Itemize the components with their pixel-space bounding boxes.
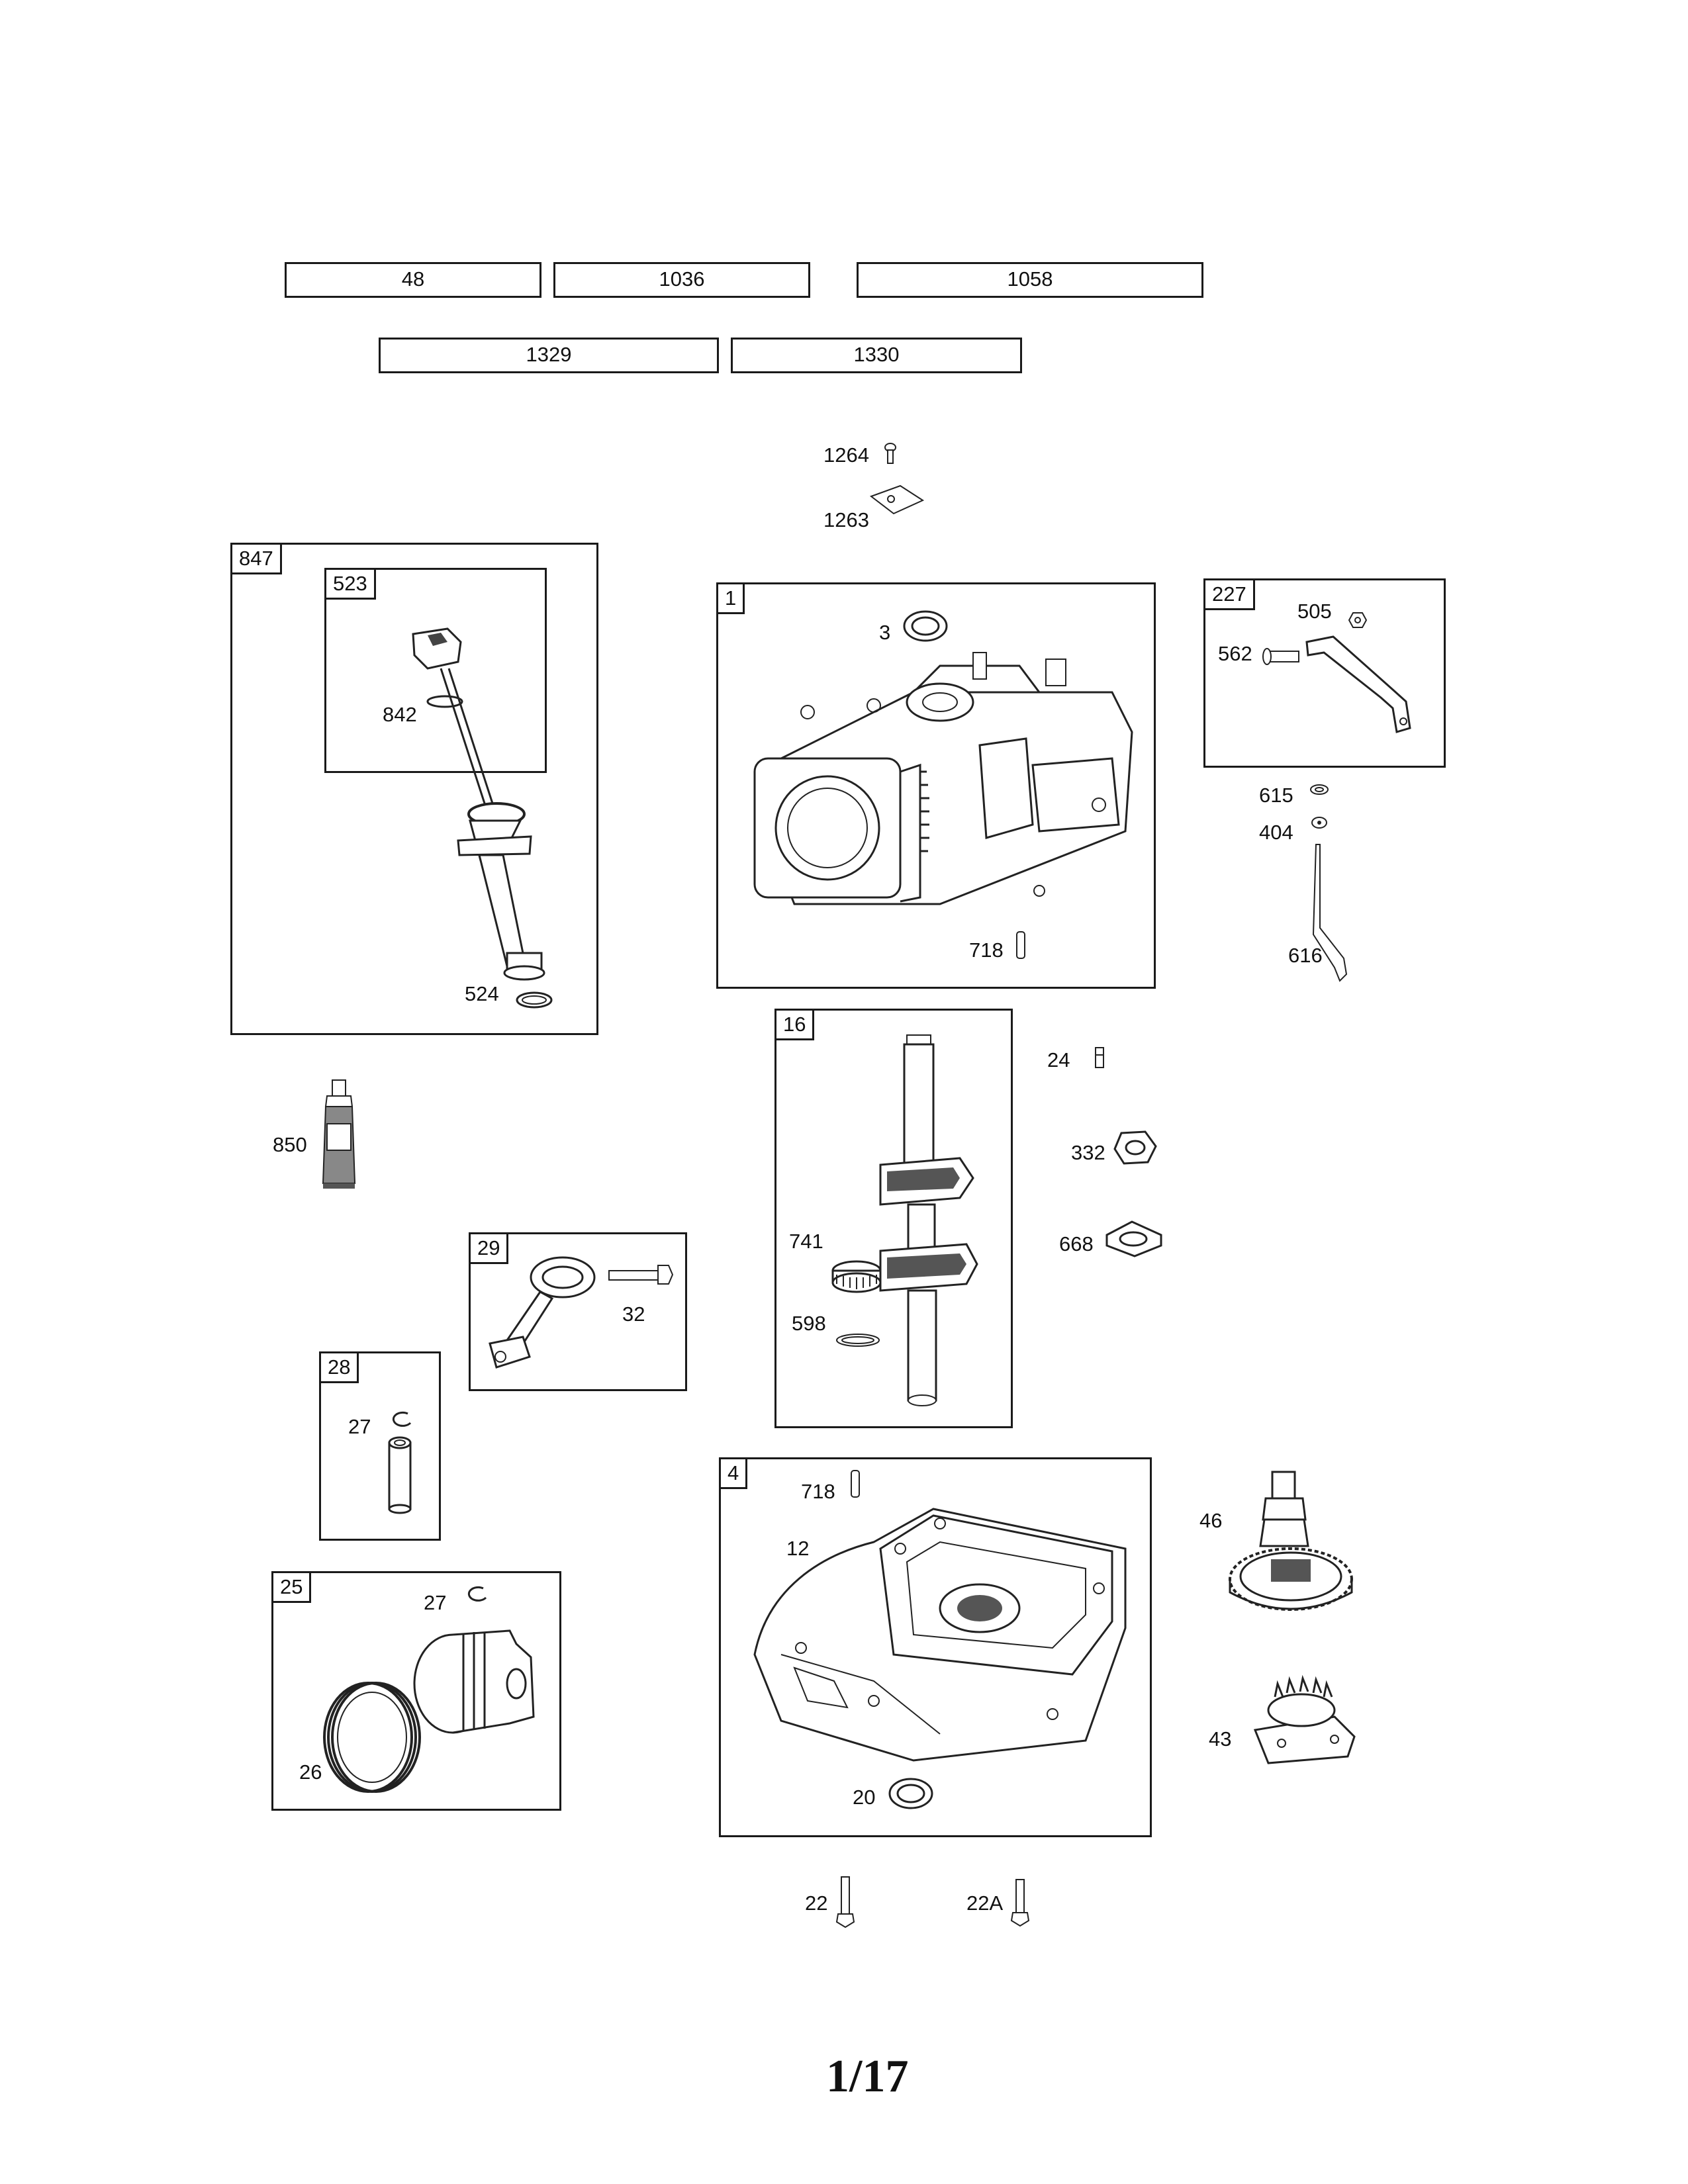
- label-562: 562: [1218, 642, 1252, 665]
- label-404: 404: [1259, 821, 1293, 844]
- group-227-tag: 227: [1203, 578, 1255, 610]
- piston-rings-icon: [315, 1674, 421, 1800]
- label-22: 22: [805, 1891, 828, 1915]
- kit-box-1329: 1329: [379, 338, 719, 373]
- kit-box-1330: 1330: [731, 338, 1022, 373]
- group-28-tag: 28: [319, 1351, 359, 1383]
- clip-27-pin-icon: [388, 1410, 414, 1430]
- seal-3-icon: [902, 609, 949, 643]
- dowel-718-sump-icon: [849, 1468, 862, 1500]
- sealant-tube-850-icon: [318, 1077, 360, 1190]
- label-20: 20: [853, 1786, 876, 1809]
- washer-598-icon: [834, 1332, 882, 1349]
- label-1264: 1264: [823, 443, 869, 467]
- dowel-718-block-icon: [1014, 929, 1027, 961]
- label-616: 616: [1288, 944, 1323, 967]
- page-number: 1/17: [826, 2051, 909, 2102]
- label-842: 842: [383, 703, 417, 726]
- group-16: 16: [774, 1009, 1013, 1428]
- cylinder-block-icon: [741, 639, 1139, 944]
- key-24-icon: [1094, 1046, 1105, 1069]
- group-523: 523: [324, 568, 547, 773]
- camshaft-46-icon: [1225, 1467, 1357, 1619]
- oring-524-icon: [515, 990, 553, 1010]
- label-27-piston: 27: [424, 1591, 447, 1614]
- kit-box-1058: 1058: [857, 262, 1203, 298]
- crankcase-sump-icon: [741, 1482, 1132, 1767]
- washer-668-icon: [1102, 1219, 1165, 1259]
- label-26: 26: [299, 1760, 322, 1784]
- label-850: 850: [273, 1133, 307, 1156]
- label-615: 615: [1259, 784, 1293, 807]
- group-16-tag: 16: [774, 1009, 815, 1040]
- dipstick-tube-icon: [401, 622, 560, 1019]
- connecting-rod-icon: [483, 1251, 602, 1377]
- piston-pin-icon: [387, 1436, 413, 1516]
- label-505: 505: [1297, 600, 1332, 623]
- label-1263: 1263: [823, 508, 869, 531]
- governor-gear-43-icon: [1248, 1670, 1361, 1770]
- group-523-tag: 523: [324, 568, 376, 600]
- label-27-pin: 27: [348, 1415, 371, 1438]
- label-32: 32: [622, 1302, 645, 1326]
- clip-27-piston-icon: [463, 1584, 490, 1604]
- group-28: 28: [319, 1351, 441, 1541]
- group-847-tag: 847: [230, 543, 282, 574]
- gear-741-icon: [830, 1257, 883, 1293]
- governor-shaft-616-icon: [1309, 842, 1356, 987]
- bracket-1263-icon: [867, 483, 927, 518]
- nut-505-icon: [1348, 612, 1368, 629]
- label-668: 668: [1059, 1232, 1094, 1255]
- bolt-22a-icon: [1010, 1877, 1030, 1929]
- piston-icon: [410, 1617, 543, 1737]
- label-718-block: 718: [969, 938, 1004, 962]
- kit-box-1036: 1036: [553, 262, 810, 298]
- label-598: 598: [792, 1312, 826, 1335]
- label-12: 12: [786, 1537, 810, 1560]
- screw-1264-icon: [883, 442, 898, 466]
- label-718-sump: 718: [801, 1480, 835, 1503]
- label-741: 741: [789, 1230, 823, 1253]
- label-332: 332: [1071, 1141, 1105, 1164]
- seal-20-icon: [887, 1776, 935, 1811]
- clip-404-icon: [1311, 815, 1328, 830]
- label-524: 524: [465, 982, 499, 1005]
- group-25-tag: 25: [271, 1571, 312, 1603]
- nut-332-icon: [1112, 1129, 1158, 1166]
- governor-lever-icon: [1260, 629, 1432, 748]
- group-227: 227: [1203, 578, 1446, 768]
- label-3: 3: [879, 621, 891, 644]
- bolt-22-icon: [835, 1874, 855, 1930]
- kit-box-48: 48: [285, 262, 541, 298]
- label-46: 46: [1199, 1509, 1223, 1532]
- bolt-32-icon: [605, 1261, 674, 1288]
- group-29-tag: 29: [469, 1232, 509, 1264]
- washer-615-icon: [1309, 784, 1329, 796]
- group-4-tag: 4: [719, 1457, 748, 1489]
- group-1-tag: 1: [716, 582, 745, 614]
- label-24: 24: [1047, 1048, 1070, 1071]
- crankshaft-icon: [861, 1032, 986, 1410]
- label-43: 43: [1209, 1727, 1232, 1751]
- label-22a: 22A: [966, 1891, 1004, 1915]
